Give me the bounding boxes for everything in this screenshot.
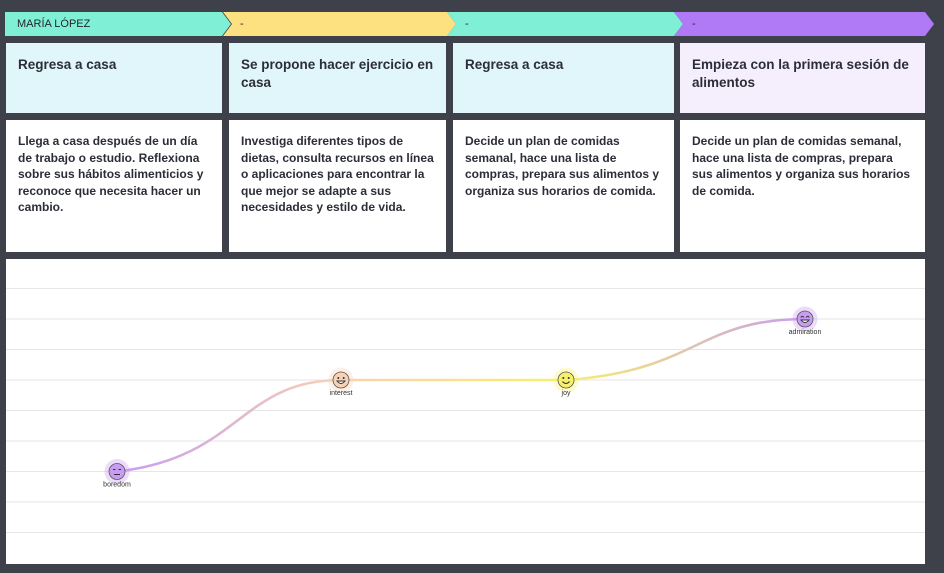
step-2-title-card[interactable]: Se propone hacer ejercicio en casa: [229, 43, 446, 113]
emotion-marker-admiration[interactable]: admiration: [789, 306, 822, 337]
step-4-title-card[interactable]: Empieza con la primera sesión de aliment…: [680, 43, 925, 113]
emotion-label: joy: [561, 390, 571, 397]
step-3-title-card[interactable]: Regresa a casa: [453, 43, 674, 113]
emotion-label: boredom: [103, 482, 131, 489]
step-4-description: Decide un plan de comidas semanal, hace …: [692, 134, 911, 198]
phase-4: -: [674, 12, 934, 36]
step-1-description: Llega a casa después de un día de trabaj…: [18, 134, 204, 214]
step-2-description: Investiga diferentes tipos de dietas, co…: [241, 134, 434, 214]
emotion-graph: boredom interest joy admiration: [6, 259, 925, 564]
emotion-curve-segment: [564, 317, 807, 382]
step-1-title-card[interactable]: Regresa a casa: [6, 43, 222, 113]
step-4-description-card[interactable]: Decide un plan de comidas semanal, hace …: [680, 120, 925, 252]
emotion-curve-canvas: boredom interest joy admiration: [6, 288, 925, 533]
smiling-face-icon: [557, 371, 575, 389]
neutral-face-icon: [108, 463, 126, 480]
emotion-marker-boredom[interactable]: boredom: [103, 459, 131, 489]
emotion-label: interest: [330, 390, 353, 397]
step-3-title: Regresa a casa: [465, 57, 564, 72]
emotion-label: admiration: [789, 329, 822, 336]
emotion-curve-segment: [115, 378, 343, 473]
phase-1-label: MARÍA LÓPEZ: [17, 18, 91, 30]
phase-1: MARÍA LÓPEZ: [5, 12, 231, 36]
emotion-marker-interest[interactable]: interest: [328, 367, 354, 398]
step-1-title: Regresa a casa: [18, 57, 117, 72]
phase-2-label: -: [240, 18, 244, 30]
admiring-face-icon: [796, 310, 814, 328]
step-4-title: Empieza con la primera sesión de aliment…: [692, 57, 909, 90]
phase-4-label: -: [692, 18, 696, 30]
step-2-description-card[interactable]: Investiga diferentes tipos de dietas, co…: [229, 120, 446, 252]
emotion-marker-joy[interactable]: joy: [553, 367, 579, 398]
step-3-description: Decide un plan de comidas semanal, hace …: [465, 134, 660, 198]
phase-3: -: [447, 12, 683, 36]
grinning-face-icon: [332, 371, 350, 389]
phase-3-label: -: [465, 18, 469, 30]
phase-2: -: [223, 12, 456, 36]
step-1-description-card[interactable]: Llega a casa después de un día de trabaj…: [6, 120, 222, 252]
step-2-title: Se propone hacer ejercicio en casa: [241, 57, 434, 90]
step-3-description-card[interactable]: Decide un plan de comidas semanal, hace …: [453, 120, 674, 252]
